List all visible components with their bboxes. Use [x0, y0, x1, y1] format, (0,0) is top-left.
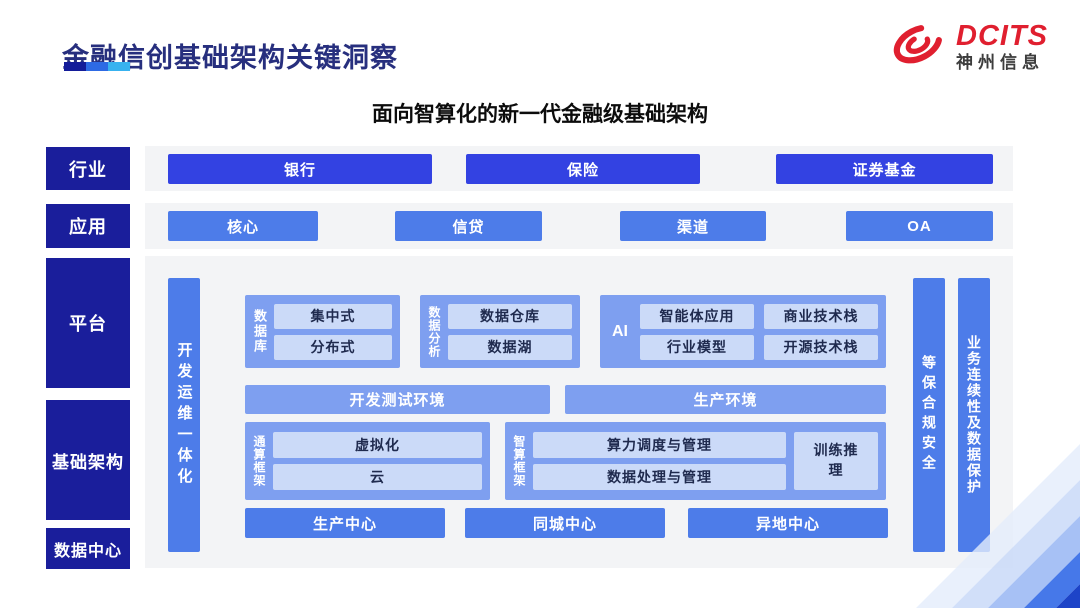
side-label-application: 应用	[46, 204, 130, 248]
application-item-credit: 信贷	[395, 211, 542, 241]
industry-item-insurance: 保险	[466, 154, 700, 184]
side-label-industry: 行业	[46, 147, 130, 190]
platform-container: 开发运维一体化 数据库 集中式 分布式 数据分析 数据仓库 数据湖 AI 智能体…	[145, 256, 1013, 568]
database-group: 数据库 集中式 分布式	[245, 295, 400, 368]
industry-item-securities: 证券基金	[776, 154, 993, 184]
remote-center: 异地中心	[688, 508, 888, 538]
ai-group-label: AI	[612, 322, 628, 340]
intelligent-compute-group: 智算框架 算力调度与管理 数据处理与管理 训练推理	[505, 422, 886, 500]
logo-brand-text: DCITS	[956, 20, 1048, 53]
ai-group: AI 智能体应用 商业技术栈 行业模型 开源技术栈	[600, 295, 886, 368]
analytics-item: 数据湖	[448, 334, 572, 360]
general-compute-group: 通算框架 虚拟化 云	[245, 422, 490, 500]
training-inference-box: 训练推理	[794, 432, 878, 490]
production-environment-bar: 生产环境	[565, 385, 886, 414]
analytics-group-label: 数据分析	[427, 305, 441, 358]
application-item-channel: 渠道	[620, 211, 766, 241]
side-label-platform: 平台	[46, 258, 130, 388]
database-item: 集中式	[274, 303, 392, 329]
general-compute-item: 云	[273, 464, 482, 490]
database-item: 分布式	[274, 334, 392, 360]
application-item-oa: OA	[846, 211, 993, 241]
analytics-group: 数据分析 数据仓库 数据湖	[420, 295, 580, 368]
logo-swirl-icon	[890, 16, 946, 77]
intelligent-compute-item: 数据处理与管理	[533, 464, 786, 490]
dev-test-environment-bar: 开发测试环境	[245, 385, 550, 414]
logo-company-text: 神州信息	[956, 52, 1044, 72]
ai-item: 行业模型	[640, 334, 754, 360]
underline-segment	[108, 62, 130, 71]
application-item-core: 核心	[168, 211, 318, 241]
underline-segment	[86, 62, 108, 71]
general-compute-label: 通算框架	[252, 435, 266, 487]
application-row: 核心 信贷 渠道 OA	[145, 203, 1013, 249]
general-compute-item: 虚拟化	[273, 432, 482, 458]
devops-bar: 开发运维一体化	[168, 278, 200, 552]
side-label-infrastructure: 基础架构	[46, 400, 130, 520]
intelligent-compute-label: 智算框架	[512, 435, 526, 487]
same-city-center: 同城中心	[465, 508, 665, 538]
title-underline	[64, 62, 130, 71]
industry-row: 银行 保险 证券基金	[145, 146, 1013, 191]
side-label-datacenter: 数据中心	[46, 528, 130, 569]
business-continuity-bar: 业务连续性及数据保护	[958, 278, 990, 552]
ai-item: 商业技术栈	[764, 303, 878, 329]
database-group-label: 数据库	[252, 309, 267, 354]
dcits-logo: DCITS 神州信息	[890, 16, 1048, 77]
underline-segment	[64, 62, 86, 71]
security-compliance-bar: 等保合规安全	[913, 278, 945, 552]
industry-item-bank: 银行	[168, 154, 432, 184]
ai-item: 开源技术栈	[764, 334, 878, 360]
ai-item: 智能体应用	[640, 303, 754, 329]
diagram-subtitle: 面向智算化的新一代金融级基础架构	[372, 103, 708, 126]
analytics-item: 数据仓库	[448, 303, 572, 329]
intelligent-compute-item: 算力调度与管理	[533, 432, 786, 458]
production-center: 生产中心	[245, 508, 445, 538]
